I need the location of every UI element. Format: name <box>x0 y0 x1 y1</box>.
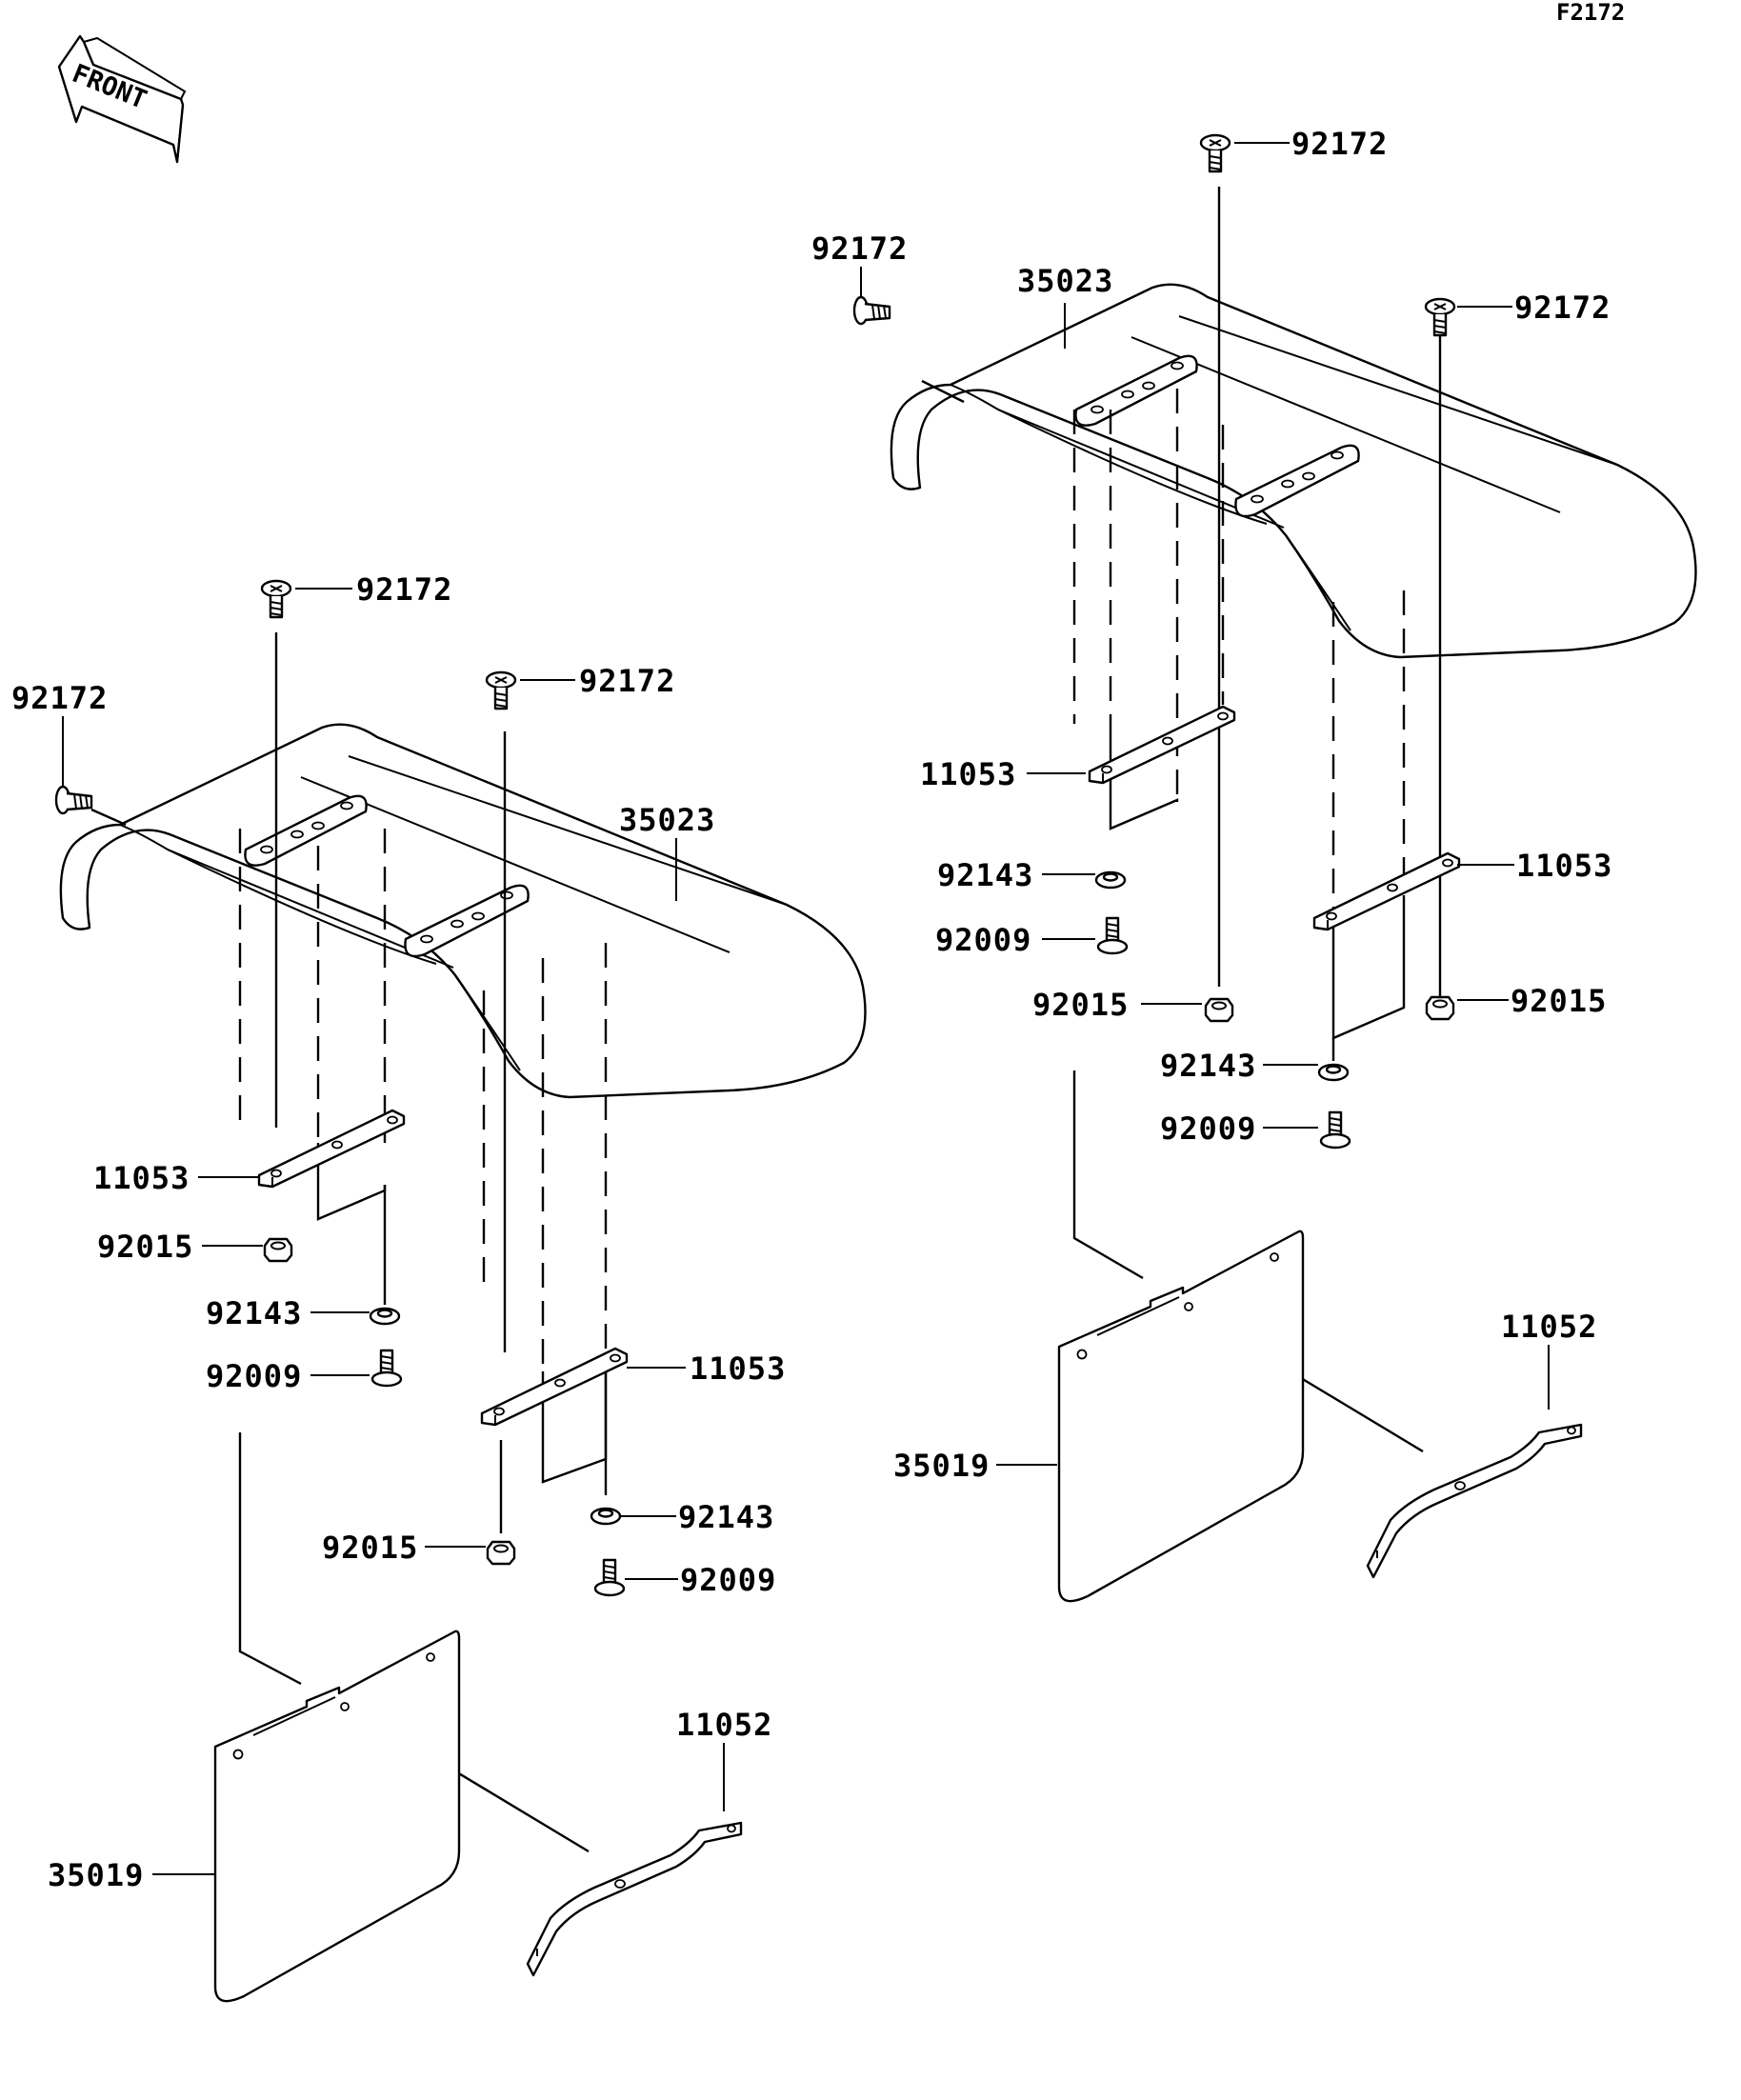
right-assembly: 92172 92172 92172 35023 11053 92143 9200… <box>811 126 1697 1603</box>
right-screw-92172-top <box>1199 133 1231 173</box>
label-left-92172-top: 92172 <box>356 571 452 608</box>
label-right-92143-front: 92143 <box>937 857 1033 893</box>
label-right-11053-rear: 11053 <box>1516 848 1612 884</box>
right-washer-92143-rear <box>1317 1063 1350 1082</box>
label-right-11052: 11052 <box>1501 1309 1597 1345</box>
left-assembly: 92172 92172 92172 35023 11053 92015 9214… <box>11 571 867 2003</box>
label-right-92009-rear: 92009 <box>1160 1110 1256 1147</box>
label-right-11053-front: 11053 <box>920 756 1016 792</box>
label-left-92009-front: 92009 <box>206 1358 302 1394</box>
right-screw-92172-side <box>852 295 891 326</box>
label-right-92015-rear: 92015 <box>1511 983 1607 1019</box>
right-nut-92015-rear <box>1425 995 1455 1021</box>
label-left-35023: 35023 <box>619 802 715 838</box>
label-left-11053-front: 11053 <box>93 1160 190 1196</box>
label-left-92015-rear: 92015 <box>322 1530 418 1566</box>
label-right-92172-mid: 92172 <box>1514 290 1611 326</box>
label-right-35019: 35019 <box>893 1448 990 1484</box>
label-right-92015-front: 92015 <box>1032 987 1129 1023</box>
label-left-92172-side: 92172 <box>11 680 108 716</box>
left-washer-92143-rear <box>590 1507 622 1526</box>
right-rear-fender <box>890 283 1697 659</box>
right-stud-92009-front <box>1096 916 1129 955</box>
label-left-11052: 11052 <box>676 1707 772 1743</box>
label-left-92172-mid: 92172 <box>579 663 675 699</box>
label-right-92009-front: 92009 <box>935 922 1031 958</box>
label-right-35023: 35023 <box>1017 263 1113 299</box>
left-screw-92172-side <box>54 785 93 815</box>
right-washer-92143-front <box>1094 870 1127 890</box>
front-arrow: FRONT <box>57 34 187 164</box>
left-bracket-11053-front <box>257 1109 406 1189</box>
label-right-92172-side: 92172 <box>811 230 908 267</box>
right-flap-stay-11052 <box>1366 1423 1583 1579</box>
figure-reference-code: F2172 <box>1556 0 1625 26</box>
label-left-11053-rear: 11053 <box>690 1350 786 1387</box>
left-nut-92015-rear <box>486 1540 516 1566</box>
label-left-35019: 35019 <box>48 1857 144 1893</box>
label-right-92143-rear: 92143 <box>1160 1048 1256 1084</box>
right-stud-92009-rear <box>1319 1110 1351 1150</box>
label-left-92143-front: 92143 <box>206 1295 302 1331</box>
left-rear-fender <box>59 723 867 1099</box>
label-right-92172-top: 92172 <box>1291 126 1388 162</box>
right-screw-92172-mid <box>1424 297 1456 337</box>
right-mud-flap-35019 <box>1057 1230 1305 1603</box>
right-nut-92015-front <box>1204 997 1234 1023</box>
label-left-92009-rear: 92009 <box>680 1562 776 1598</box>
left-screw-92172-top <box>260 579 292 619</box>
label-left-92015-front: 92015 <box>97 1229 193 1265</box>
left-mud-flap-35019 <box>213 1630 461 2003</box>
left-screw-92172-mid <box>485 670 517 710</box>
left-washer-92143-front <box>369 1307 401 1326</box>
left-stud-92009-front <box>370 1349 403 1388</box>
left-flap-stay-11052 <box>526 1821 743 1977</box>
left-stud-92009-rear <box>593 1558 626 1597</box>
right-bracket-11053-rear <box>1312 851 1461 931</box>
left-nut-92015-front <box>263 1237 293 1263</box>
label-left-92143-rear: 92143 <box>678 1499 774 1535</box>
